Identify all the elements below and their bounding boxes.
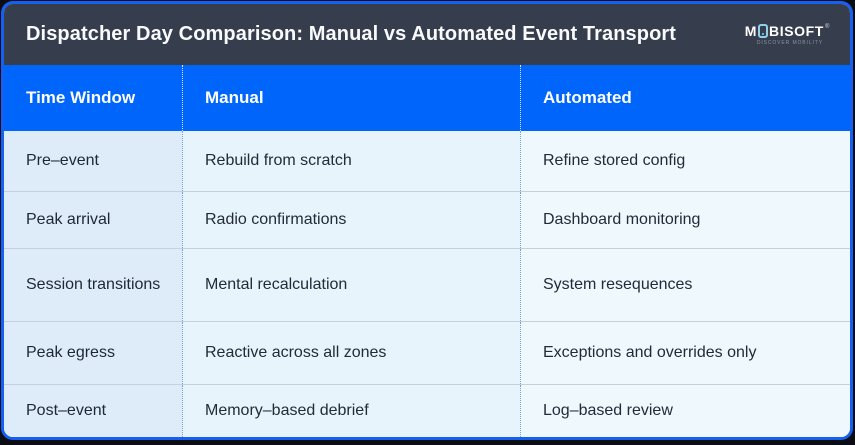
table-header-row: Time Window Manual Automated <box>4 65 850 131</box>
table-row: Peak arrival Radio confirmations Dashboa… <box>4 191 850 248</box>
cell-automated: Dashboard monitoring <box>520 192 850 248</box>
table-row: Session transitions Mental recalculation… <box>4 248 850 321</box>
cell-automated: Exceptions and overrides only <box>520 322 850 384</box>
cell-manual: Rebuild from scratch <box>182 131 520 191</box>
table-row: Post–event Memory–based debrief Log–base… <box>4 384 850 437</box>
logo-suffix: BISOFT <box>769 22 824 39</box>
page-title: Dispatcher Day Comparison: Manual vs Aut… <box>26 23 677 45</box>
column-header-manual: Manual <box>182 65 520 131</box>
cell-time-window: Post–event <box>4 385 182 437</box>
cell-manual: Mental recalculation <box>182 249 520 321</box>
comparison-table: Time Window Manual Automated Pre–event R… <box>4 65 850 437</box>
cell-manual: Memory–based debrief <box>182 385 520 437</box>
table-row: Pre–event Rebuild from scratch Refine st… <box>4 131 850 191</box>
logo-wordmark: M BISOFT® <box>744 22 830 39</box>
logo-tagline: DISCOVER MOBILITY <box>756 39 823 46</box>
cell-manual: Radio confirmations <box>182 192 520 248</box>
mobisoft-logo: M BISOFT® DISCOVER MOBILITY <box>744 22 830 46</box>
cell-time-window: Peak arrival <box>4 192 182 248</box>
column-header-time-window: Time Window <box>26 87 136 107</box>
cell-automated: Refine stored config <box>520 131 850 191</box>
phone-outline-icon <box>758 23 769 38</box>
cell-manual: Reactive across all zones <box>182 322 520 384</box>
cell-time-window: Pre–event <box>4 131 182 191</box>
logo-prefix: M <box>744 22 758 39</box>
cell-automated: System resequences <box>520 249 850 321</box>
cell-automated: Log–based review <box>520 385 850 437</box>
cell-time-window: Peak egress <box>4 322 182 384</box>
title-bar: Dispatcher Day Comparison: Manual vs Aut… <box>4 4 850 65</box>
registered-mark: ® <box>824 23 830 30</box>
cell-time-window: Session transitions <box>4 249 182 321</box>
table-row: Peak egress Reactive across all zones Ex… <box>4 321 850 384</box>
column-header-automated: Automated <box>520 65 850 131</box>
